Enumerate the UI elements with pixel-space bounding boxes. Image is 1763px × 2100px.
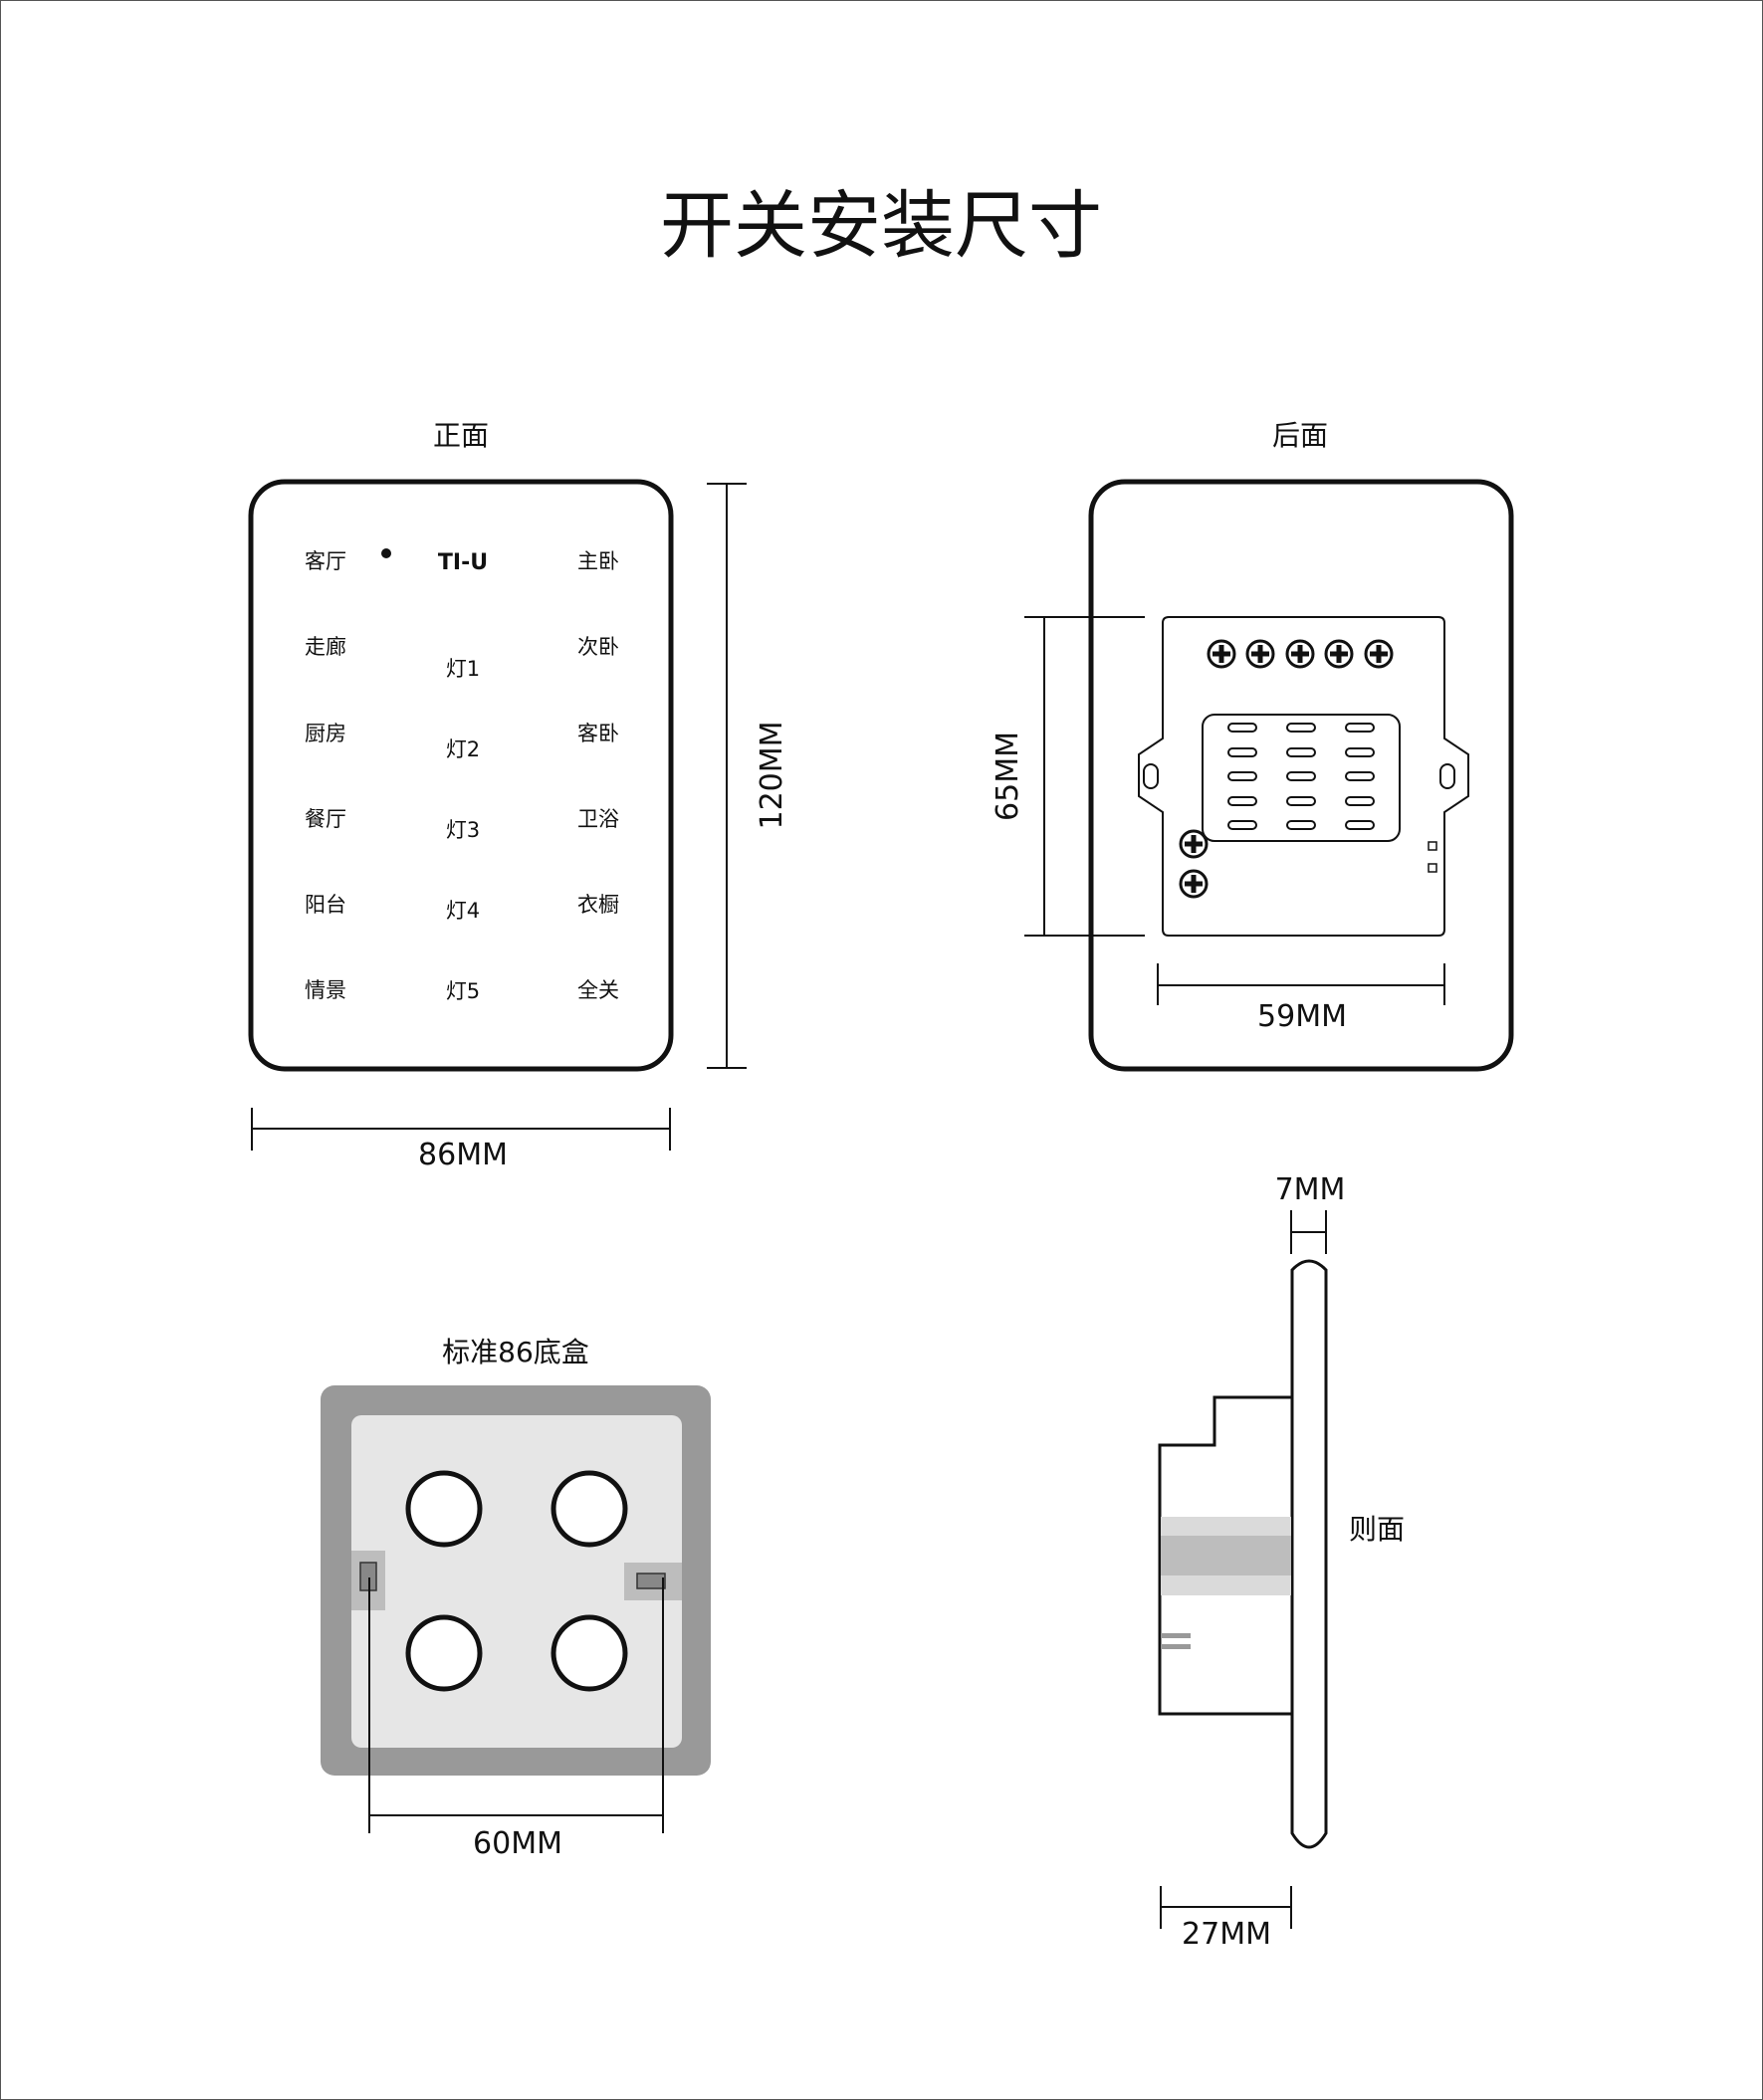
- front-center-label: 灯4: [446, 899, 480, 923]
- side-body-profile: [1158, 1395, 1292, 1716]
- front-right-label: 卫浴: [577, 807, 619, 831]
- connector-pin: [1345, 771, 1375, 781]
- front-left-label: 阳台: [305, 893, 346, 917]
- front-right-label: 客卧: [577, 722, 619, 745]
- connector-pin: [1345, 723, 1375, 733]
- connector-pins: [1227, 723, 1375, 830]
- connector-pin: [1227, 771, 1257, 781]
- connector-pin: [1227, 723, 1257, 733]
- connector-pin: [1286, 820, 1316, 830]
- back-width-label: 59MM: [1257, 999, 1347, 1034]
- connector-pin: [1227, 796, 1257, 806]
- side-depth-label: 27MM: [1182, 1917, 1271, 1952]
- right-mount-slot: [1439, 763, 1455, 789]
- front-view-label: 正面: [433, 419, 489, 452]
- back-view: 后面 65MM: [991, 419, 1514, 1072]
- front-height-label: 120MM: [755, 721, 789, 829]
- connector-pin: [1286, 723, 1316, 733]
- status-led-1: [1428, 841, 1437, 851]
- box-width-label: 60MM: [473, 1826, 562, 1861]
- front-right-label: 衣橱: [577, 893, 619, 917]
- connector-pin: [1227, 747, 1257, 757]
- front-right-label: 次卧: [577, 635, 619, 659]
- standard-box-view: 标准86底盒 60MM: [321, 1336, 711, 1861]
- side-plate-profile: [1290, 1259, 1328, 1849]
- box-width-dimension: [368, 1577, 664, 1833]
- front-center-label: 灯2: [446, 737, 480, 761]
- back-height-label: 65MM: [991, 732, 1025, 821]
- connector-pin: [1227, 820, 1257, 830]
- front-left-label: 走廊: [305, 635, 346, 659]
- front-left-label: 餐厅: [305, 807, 346, 831]
- front-width-label: 86MM: [418, 1138, 508, 1172]
- connector-pin: [1286, 796, 1316, 806]
- side-pin-1: [1161, 1633, 1191, 1638]
- page-title: 开关安装尺寸: [660, 183, 1102, 269]
- back-view-label: 后面: [1272, 419, 1328, 452]
- back-width-dimension: [1157, 963, 1445, 1005]
- connector-pin: [1345, 820, 1375, 830]
- side-depth-dimension: [1160, 1886, 1292, 1929]
- box-view-label: 标准86底盒: [442, 1336, 589, 1368]
- front-height-dimension: [707, 483, 747, 1069]
- right-screw-hole: [636, 1573, 666, 1589]
- front-panel: [248, 479, 674, 1072]
- front-left-label: 情景: [305, 978, 346, 1002]
- side-thickness-dimension: [1290, 1210, 1327, 1254]
- front-right-label: 主卧: [577, 549, 619, 573]
- front-left-label: 客厅: [305, 549, 346, 573]
- front-width-dimension: [251, 1108, 671, 1151]
- connector-pin: [1345, 796, 1375, 806]
- back-height-dimension: [1024, 616, 1145, 937]
- front-center-labels: 灯1 灯2 灯3 灯4 灯5: [446, 657, 480, 1003]
- side-view-label: 则面: [1349, 1513, 1405, 1546]
- front-center-label: 灯1: [446, 657, 480, 681]
- side-thickness-label: 7MM: [1275, 1172, 1346, 1207]
- front-left-label: 厨房: [305, 722, 346, 745]
- box-knockout-holes: [405, 1470, 628, 1692]
- connector-pin: [1345, 747, 1375, 757]
- side-band-dark: [1161, 1536, 1291, 1575]
- front-center-label: 灯5: [446, 979, 480, 1003]
- left-mount-slot: [1143, 763, 1159, 789]
- connector-pin: [1286, 747, 1316, 757]
- connector-pin: [1286, 771, 1316, 781]
- indicator-dot: [381, 548, 391, 558]
- status-led-2: [1428, 863, 1437, 873]
- brand-logo: TI-U: [438, 550, 488, 575]
- front-center-label: 灯3: [446, 818, 480, 842]
- front-right-label: 全关: [577, 978, 619, 1002]
- side-view: 7MM 则面 27MM: [1158, 1172, 1405, 1952]
- side-pin-2: [1161, 1644, 1191, 1649]
